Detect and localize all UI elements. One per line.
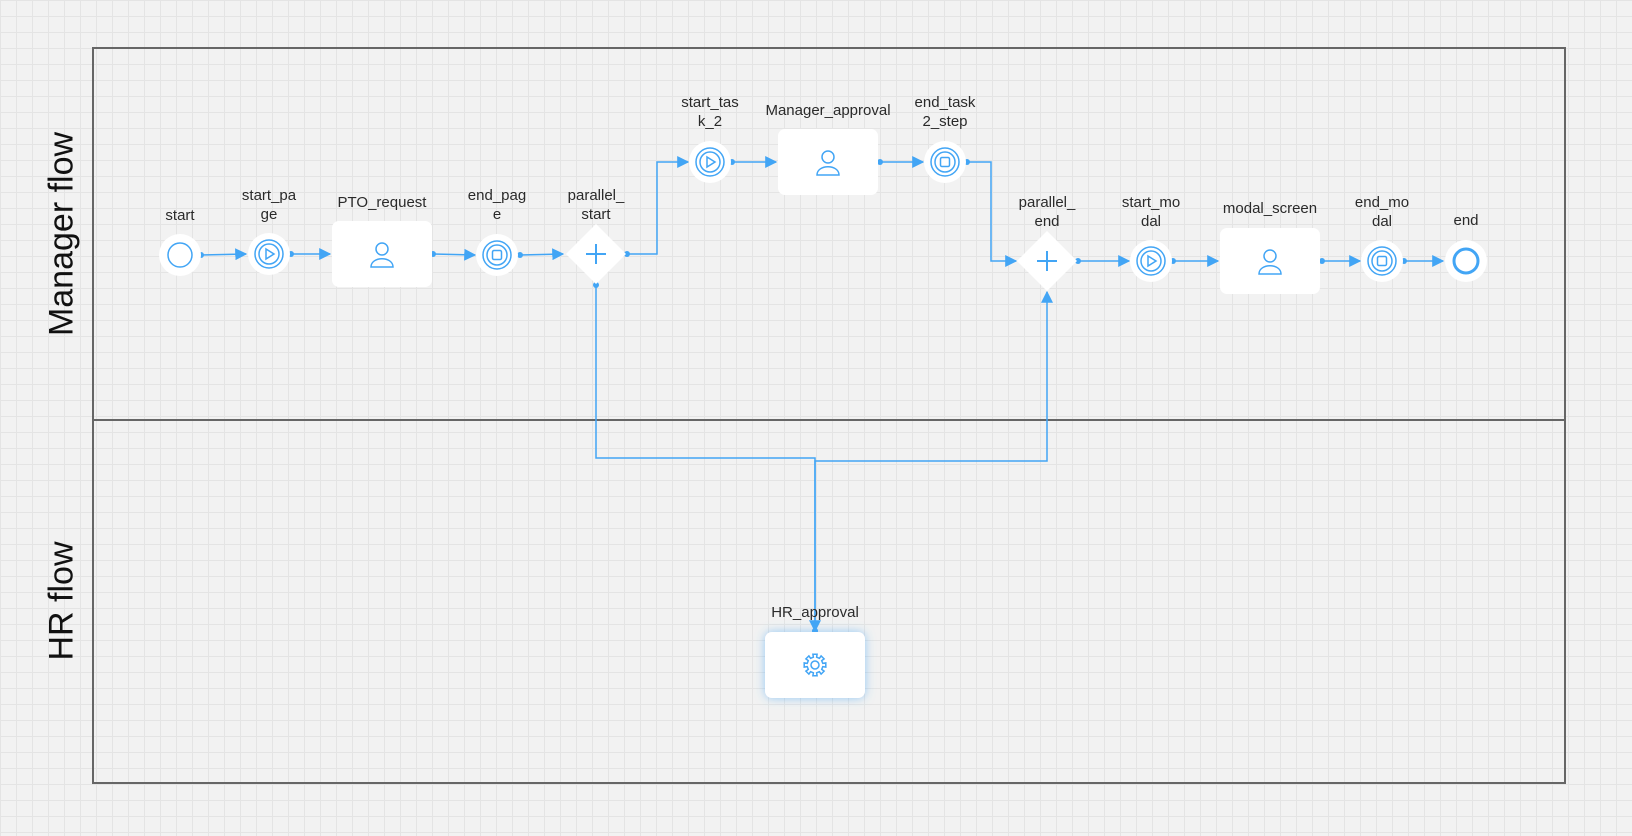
event-outer-ring: [254, 239, 284, 269]
user-icon: [816, 150, 840, 176]
play-icon: [1140, 250, 1162, 272]
event-halo: [689, 141, 731, 183]
node-parallel_end[interactable]: [1017, 231, 1077, 291]
flow-anchor-dot: [624, 251, 630, 257]
node-end_page[interactable]: [476, 234, 518, 276]
event-halo: [248, 233, 290, 275]
node-HR_approval[interactable]: [765, 632, 865, 698]
task-box: [1220, 228, 1320, 294]
node-label-end_modal: end_mo dal: [1354, 194, 1410, 230]
node-modal_screen[interactable]: [1220, 228, 1320, 294]
lane-label-hr: HR flow: [42, 541, 81, 661]
gear-icon: [803, 653, 827, 677]
node-label-start_page: start_pa ge: [241, 187, 297, 223]
plus-icon: [1037, 251, 1057, 271]
node-start[interactable]: [159, 234, 201, 276]
node-label-PTO_request: PTO_request: [337, 194, 427, 211]
sequence-flow-end_page-to-parallel_start[interactable]: [519, 248, 565, 261]
swimlane-hr: [92, 419, 1566, 784]
event-halo: [924, 141, 966, 183]
user-icon: [1258, 249, 1282, 275]
sequence-flow-parallel_start-to-start_task_2[interactable]: [627, 156, 690, 255]
node-label-parallel_end: parallel_ end: [1018, 194, 1076, 230]
node-end_task2_step[interactable]: [924, 141, 966, 183]
stop-icon: [1371, 250, 1393, 272]
node-label-end_page: end_pag e: [467, 187, 527, 223]
node-start_modal[interactable]: [1130, 240, 1172, 282]
plus-icon: [586, 244, 606, 264]
node-parallel_start[interactable]: [566, 224, 626, 284]
user-icon: [370, 242, 394, 268]
stop-icon: [934, 151, 956, 173]
node-Manager_approval[interactable]: [778, 129, 878, 195]
node-end_modal[interactable]: [1361, 240, 1403, 282]
node-label-end_task2_step: end_task 2_step: [914, 94, 976, 130]
sequence-flow-HR_approval-to-parallel_end[interactable]: [814, 290, 1053, 631]
event-outer-ring: [1367, 246, 1397, 276]
flow-anchor-dot: [877, 159, 883, 165]
lane-label-manager: Manager flow: [42, 131, 81, 337]
event-outer-ring: [1136, 246, 1166, 276]
play-icon: [258, 243, 280, 265]
node-PTO_request[interactable]: [332, 221, 432, 287]
task-box: [778, 129, 878, 195]
node-start_page[interactable]: [248, 233, 290, 275]
flow-anchor-dot: [1319, 258, 1325, 264]
start-event-halo: [159, 234, 201, 276]
node-label-parallel_start: parallel_ start: [567, 187, 625, 223]
event-outer-ring: [695, 147, 725, 177]
flow-anchor-dot: [593, 282, 599, 288]
node-label-start_modal: start_mo dal: [1121, 194, 1181, 230]
node-label-modal_screen: modal_screen: [1222, 200, 1318, 217]
sequence-flow-start-to-start_page[interactable]: [200, 248, 248, 261]
sequence-flow-end_task2_step-to-parallel_end[interactable]: [967, 161, 1018, 267]
end-event-icon: [1452, 247, 1480, 275]
sequence-flow-parallel_start-to-HR_approval[interactable]: [595, 285, 821, 633]
node-label-end: end: [1453, 212, 1479, 229]
flow-anchor-dot: [1075, 258, 1081, 264]
event-outer-ring: [930, 147, 960, 177]
node-label-start: start: [165, 207, 195, 224]
flow-anchor-dot: [517, 252, 523, 258]
event-halo: [476, 234, 518, 276]
start-event-icon: [167, 242, 193, 268]
node-label-HR_approval: HR_approval: [771, 604, 859, 621]
node-label-Manager_approval: Manager_approval: [765, 102, 891, 119]
task-box: [765, 632, 865, 698]
stop-icon: [486, 244, 508, 266]
node-start_task_2[interactable]: [689, 141, 731, 183]
event-outer-ring: [482, 240, 512, 270]
play-icon: [699, 151, 721, 173]
event-halo: [1130, 240, 1172, 282]
end-event-halo: [1445, 240, 1487, 282]
sequence-flow-PTO_request-to-end_page[interactable]: [432, 248, 477, 261]
node-label-start_task_2: start_tas k_2: [681, 94, 739, 130]
node-end[interactable]: [1445, 240, 1487, 282]
task-box: [332, 221, 432, 287]
event-halo: [1361, 240, 1403, 282]
